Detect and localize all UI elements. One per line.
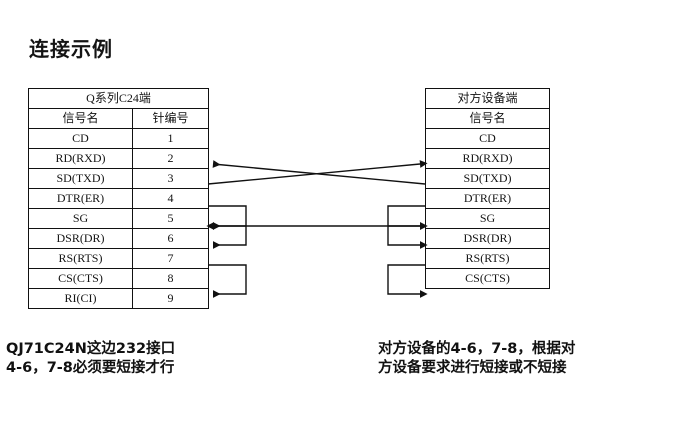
left-col-pin-header: 针编号 [131, 108, 210, 129]
table-row: SG [425, 208, 550, 229]
right-table-header-row: 信号名 [425, 108, 550, 129]
left-table-header-row: 信号名 针编号 [28, 108, 210, 129]
wire-right-jumper-dtr-sg-dsr [387, 205, 428, 249]
left-pin-cell: 1 [131, 128, 210, 149]
right-signal-cell: SD(TXD) [425, 168, 550, 189]
page-title: 连接示例 [29, 37, 113, 61]
table-row: SG 5 [28, 208, 210, 229]
right-signal-cell: DTR(ER) [425, 188, 550, 209]
left-col-signal-header: 信号名 [28, 108, 133, 129]
table-row: DSR(DR) [425, 228, 550, 249]
note-left-device: QJ71C24N这边232接口 4-6，7-8必须要短接才行 [6, 341, 176, 376]
table-row: CS(CTS) [425, 268, 550, 289]
left-signal-cell: RI(CI) [28, 288, 133, 309]
wire-sd-local-to-rd-remote [207, 160, 428, 185]
table-row: RD(RXD) 2 [28, 148, 210, 169]
right-col-signal-header: 信号名 [425, 108, 550, 129]
table-row: RI(CI) 9 [28, 288, 210, 309]
left-signal-cell: DTR(ER) [28, 188, 133, 209]
left-pin-cell: 9 [131, 288, 210, 309]
wire-left-jumper-4-5-6 [208, 205, 247, 249]
right-signal-cell: SG [425, 208, 550, 229]
table-row: CD 1 [28, 128, 210, 149]
left-signal-cell: SD(TXD) [28, 168, 133, 189]
left-pin-table: Q系列C24端 信号名 针编号 CD 1 RD(RXD) 2 SD(TXD) 3… [27, 88, 210, 309]
left-table-title: Q系列C24端 [27, 88, 210, 109]
table-row: RD(RXD) [425, 148, 550, 169]
table-row: SD(TXD) [425, 168, 550, 189]
table-row: CD [425, 128, 550, 149]
table-row: SD(TXD) 3 [28, 168, 210, 189]
left-pin-cell: 7 [131, 248, 210, 269]
left-pin-cell: 4 [131, 188, 210, 209]
right-table-title-row: 对方设备端 [425, 88, 550, 109]
left-pin-cell: 5 [131, 208, 210, 229]
right-signal-cell: CD [425, 128, 550, 149]
left-pin-cell: 3 [131, 168, 210, 189]
table-row: RS(RTS) [425, 248, 550, 269]
left-signal-cell: RD(RXD) [28, 148, 133, 169]
left-pin-cell: 2 [131, 148, 210, 169]
right-signal-cell: RD(RXD) [425, 148, 550, 169]
left-pin-cell: 8 [131, 268, 210, 289]
left-signal-cell: CD [28, 128, 133, 149]
left-signal-cell: CS(CTS) [28, 268, 133, 289]
table-row: CS(CTS) 8 [28, 268, 210, 289]
right-signal-cell: RS(RTS) [425, 248, 550, 269]
table-row: RS(RTS) 7 [28, 248, 210, 269]
table-row: DTR(ER) 4 [28, 188, 210, 209]
table-row: DTR(ER) [425, 188, 550, 209]
left-signal-cell: SG [28, 208, 133, 229]
right-pin-table: 对方设备端 信号名 CD RD(RXD) SD(TXD) DTR(ER) SG … [425, 88, 550, 289]
right-table-title: 对方设备端 [425, 88, 550, 109]
note-right-device: 对方设备的4-6，7-8，根据对 方设备要求进行短接或不短接 [378, 341, 576, 376]
left-table-title-row: Q系列C24端 [27, 88, 210, 109]
left-pin-cell: 6 [131, 228, 210, 249]
right-signal-cell: DSR(DR) [425, 228, 550, 249]
wire-left-jumper-7-8 [208, 264, 247, 298]
left-signal-cell: RS(RTS) [28, 248, 133, 269]
right-signal-cell: CS(CTS) [425, 268, 550, 289]
wire-right-jumper-rs-cs [387, 264, 428, 298]
wire-sd-remote-to-rd-local [212, 160, 426, 185]
left-signal-cell: DSR(DR) [28, 228, 133, 249]
table-row: DSR(DR) 6 [28, 228, 210, 249]
